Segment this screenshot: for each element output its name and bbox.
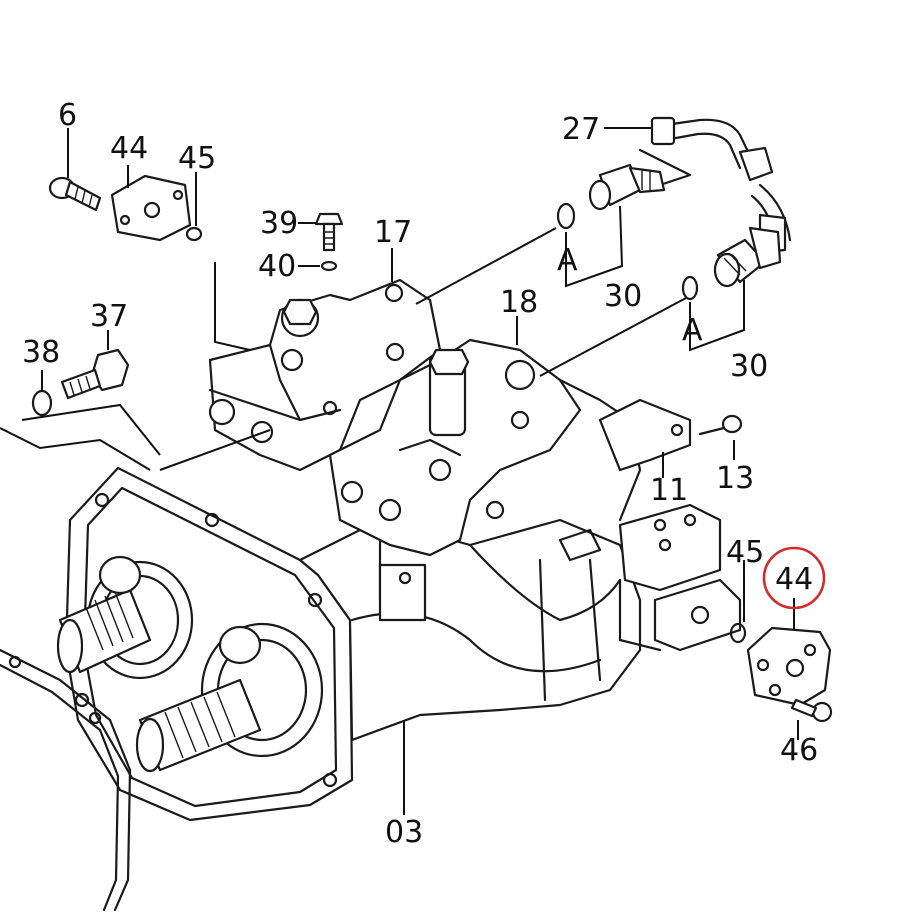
- label-13: 13: [716, 461, 754, 496]
- label-40: 40: [258, 249, 296, 284]
- screw-13: [698, 414, 743, 436]
- washer-40: [320, 260, 338, 272]
- bolt-37: [60, 348, 130, 400]
- label-38: 38: [22, 335, 60, 370]
- label-A-lower: A: [682, 313, 703, 348]
- o-ring-45-lower: [729, 622, 747, 644]
- label-6: 6: [58, 98, 77, 133]
- regulator-17: [208, 278, 442, 472]
- label-44-lower: 44: [775, 562, 813, 597]
- label-37: 37: [90, 299, 128, 334]
- label-44-upper: 44: [110, 131, 148, 166]
- label-11: 11: [650, 473, 688, 508]
- gasket-plate: [0, 648, 132, 912]
- bracket-11: [558, 398, 692, 562]
- leader-lines: [0, 127, 799, 815]
- label-27: 27: [562, 112, 600, 147]
- part-labels: 6 44 45 39 40 17 27 A 30 18 A 30 37 38 1…: [22, 98, 818, 850]
- bolt-39: [314, 212, 344, 252]
- o-ring-A-upper: [556, 202, 576, 230]
- label-39: 39: [260, 206, 298, 241]
- washer-38: [31, 389, 53, 417]
- regulator-18: [328, 338, 642, 557]
- label-18: 18: [500, 285, 538, 320]
- label-30-lower: 30: [730, 349, 768, 384]
- spline-shaft-lower: [135, 625, 262, 773]
- label-45-lower: 45: [726, 535, 764, 570]
- housing-port-flange: [618, 503, 742, 652]
- bolt-6: [48, 176, 102, 212]
- o-ring-A-lower: [681, 275, 699, 301]
- spline-shaft-upper: [56, 555, 152, 674]
- label-46: 46: [780, 733, 818, 768]
- label-A-upper: A: [557, 243, 578, 278]
- bolt-46: [790, 698, 833, 723]
- o-ring-45-upper: [185, 226, 203, 242]
- highlight-circle-44: [762, 546, 826, 610]
- label-30-upper: 30: [604, 279, 642, 314]
- label-45-upper: 45: [178, 141, 216, 176]
- pump-housing-03: [64, 466, 642, 822]
- label-03: 03: [385, 815, 423, 850]
- fitting-30-lower: [713, 226, 782, 288]
- split-flange-44-lower: [746, 626, 832, 707]
- label-17: 17: [374, 215, 412, 250]
- fitting-30-upper: [588, 163, 666, 211]
- split-flange-44-upper: [110, 174, 192, 242]
